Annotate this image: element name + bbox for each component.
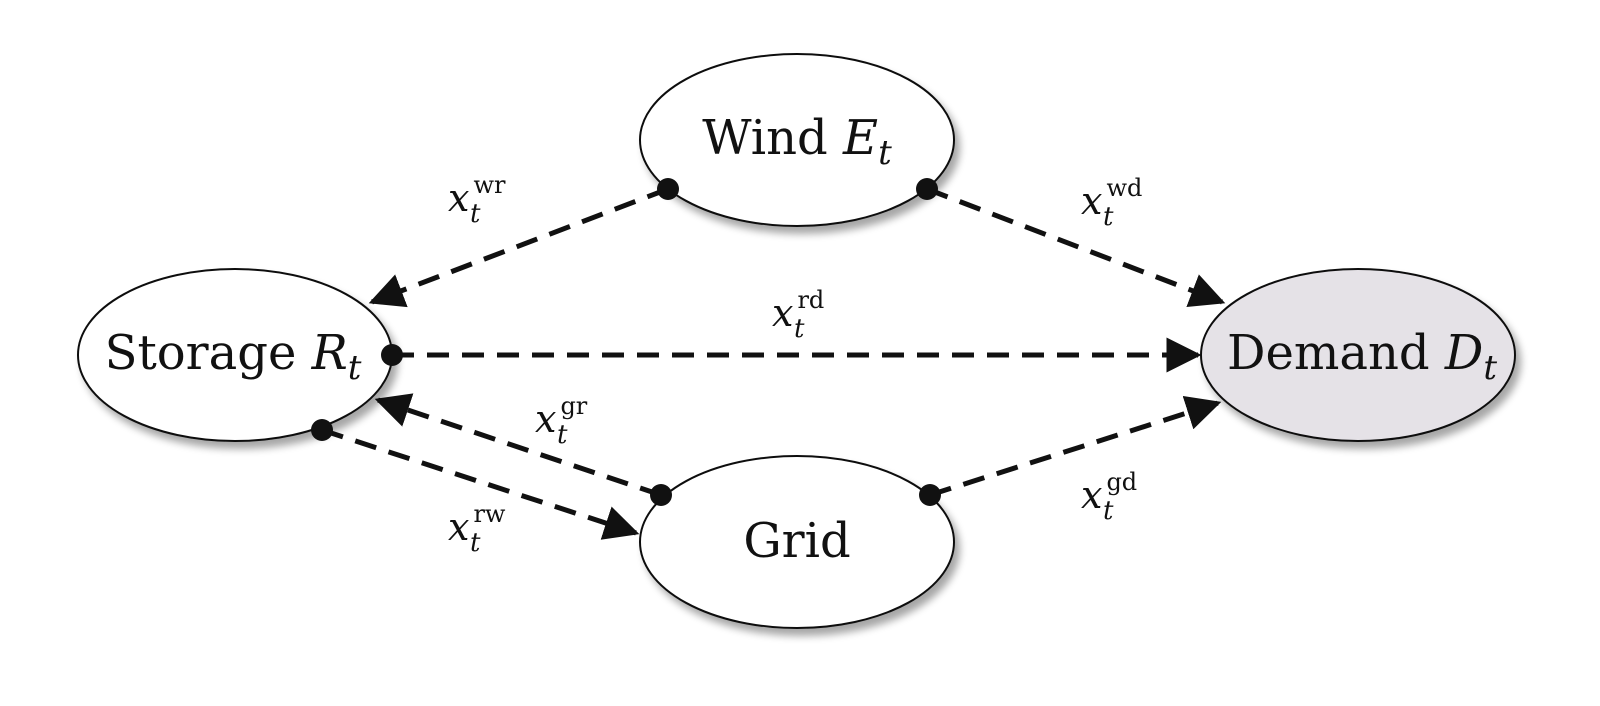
- node-demand: Demand Dt: [1200, 268, 1516, 442]
- port-storage-right: [381, 344, 403, 366]
- node-grid-label: Grid: [743, 513, 850, 569]
- port-wind-right: [916, 178, 938, 200]
- edge-storage-to-grid: [321, 427, 640, 540]
- node-storage-label: Storage Rt: [105, 325, 362, 388]
- node-demand-label: Demand Dt: [1227, 325, 1497, 388]
- node-demand-shape: [1200, 268, 1516, 442]
- edge-wind-to-demand: [926, 186, 1226, 308]
- edge-grid-to-demand: [929, 395, 1222, 498]
- node-grid-shape: [639, 455, 955, 629]
- node-wind: Wind Et: [639, 53, 955, 227]
- node-storage: Storage Rt: [77, 268, 393, 442]
- node-wind-label: Wind Et: [702, 110, 892, 173]
- node-wind-shape: [639, 53, 955, 227]
- node-grid: Grid: [639, 455, 955, 629]
- port-grid-right: [919, 484, 941, 506]
- edge-grid-to-storage: [374, 393, 662, 498]
- port-storage-bottom: [311, 419, 333, 441]
- edge-wind-to-storage: [368, 186, 669, 308]
- port-wind-left: [657, 178, 679, 200]
- port-dots: [311, 178, 941, 506]
- edges: [321, 186, 1226, 540]
- port-grid-left: [650, 484, 672, 506]
